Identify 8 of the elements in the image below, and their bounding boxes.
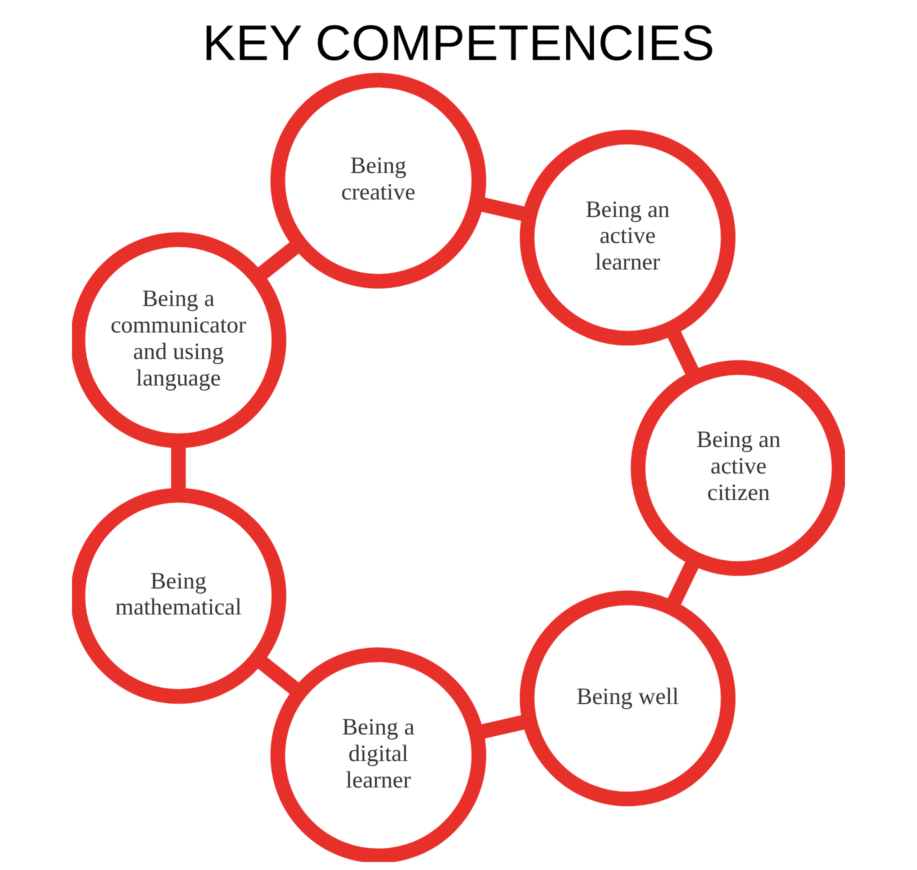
diagram-title: KEY COMPETENCIES bbox=[202, 14, 714, 71]
node-circle: Being mathematical bbox=[72, 488, 286, 704]
node-circle: Being a communicator and using language bbox=[72, 232, 286, 448]
node-circle: Being a digital learner bbox=[270, 647, 486, 862]
node-circle: Being well bbox=[520, 590, 736, 806]
node-circle: Being an active learner bbox=[520, 130, 736, 346]
node-circle: Being creative bbox=[270, 72, 486, 289]
node-circle: Being an active citizen bbox=[630, 360, 845, 576]
